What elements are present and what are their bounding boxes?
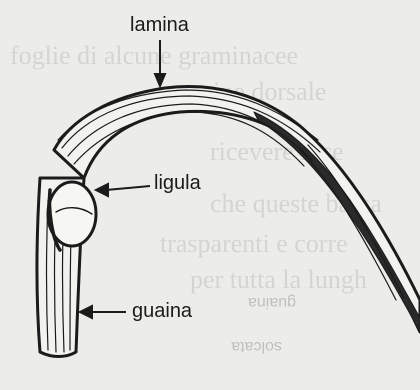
ligula-arrow-head: [96, 184, 108, 196]
guaina-arrow-head: [80, 306, 92, 318]
mirrored-show-through: guaina solcata: [231, 294, 296, 355]
mirrored-text-solcata: solcata: [231, 338, 282, 355]
ligula-label: ligula: [152, 172, 203, 194]
ligula-arrow-line: [106, 186, 150, 190]
mirrored-text-guaina: guaina: [248, 294, 296, 311]
background-text-line: foglie di alcune graminacee: [10, 41, 298, 70]
lamina-label: lamina: [128, 14, 191, 36]
guaina-label: guaina: [130, 300, 194, 322]
background-text-line: per tutta la lungh: [190, 265, 367, 294]
background-text-line: trasparenti e corre: [160, 229, 348, 258]
leaf-drawing: [37, 87, 420, 357]
lamina-arrow-head: [155, 74, 165, 86]
